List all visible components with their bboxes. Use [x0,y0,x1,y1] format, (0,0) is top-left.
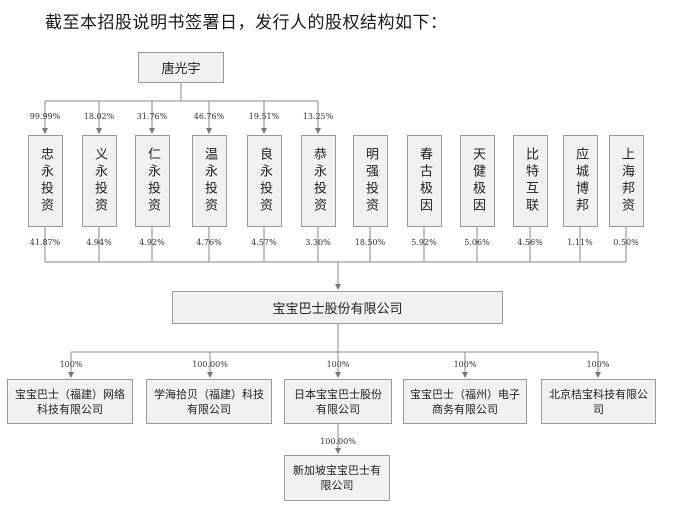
subsidiary-box: 学海拾贝（福建）科技 有限公司 [146,379,272,424]
subsidiary-box: 北京桔宝科技有限公 司 [541,379,656,424]
shareholder-name: 应城博邦 [573,147,588,215]
shareholder-stake-label: 4.92% [139,238,165,247]
subsidiary-name-line: 北京桔宝科技有限公 [549,387,648,401]
shareholder-name: 良永投资 [257,147,272,215]
subsidiary-name-line: 科技有限公司 [37,402,103,416]
subsidiary-stake-label: 100% [59,360,83,369]
shareholder-stake-label: 0.50% [613,238,639,247]
subsidiary-stake-label: 100% [586,360,610,369]
company-box: 宝宝巴士股份有限公司 [172,291,503,324]
subsidiary-box: 宝宝巴士（福建）网络 科技有限公司 [7,379,133,424]
shareholder-name: 上海邦资 [619,147,634,215]
subsidiary-name-line: 宝宝巴士（福建）网络 [15,387,125,401]
subsidiary-stake-label: 100% [453,360,477,369]
subsidiary-box: 宝宝巴士（福州）电子 商务有限公司 [403,379,527,424]
subsidiary-name-line: 学海拾贝（福建）科技 [154,387,264,401]
grandchild-name-line: 新加坡宝宝巴士有 [293,464,381,477]
shareholder-box: 天健极因 [460,135,495,227]
shareholder-stake-label: 5.92% [411,238,437,247]
shareholder-stake-label: 3.30% [305,238,331,247]
subsidiary-name-line: 有限公司 [316,402,360,416]
shareholder-name: 明强投资 [363,147,378,215]
subsidiary-box: 日本宝宝巴士股份 有限公司 [284,379,392,424]
grandchild-name-line: 限公司 [320,479,354,492]
shareholder-box: 恭永投资 [301,135,336,227]
shareholder-stake-label: 18.50% [354,238,386,247]
shareholder-stake-label: 4.57% [251,238,277,247]
shareholder-box: 春古极因 [407,135,442,227]
subsidiary-name-line: 商务有限公司 [432,402,498,416]
founder-stake-label: 31.76% [136,112,168,121]
shareholder-box: 忠永投资 [28,135,63,227]
shareholder-box: 比特互联 [513,135,548,227]
founder-name: 唐光宇 [161,62,201,77]
shareholder-box: 仁永投资 [135,135,170,227]
shareholder-stake-label: 1.11% [567,238,593,247]
company-name: 宝宝巴士股份有限公司 [272,302,403,317]
subsidiary-stake-label: 100.00% [192,360,228,369]
shareholder-box: 明强投资 [353,135,388,227]
shareholder-box: 良永投资 [247,135,282,227]
subsidiary-name-line: 司 [593,402,604,416]
shareholder-box: 义永投资 [82,135,117,227]
shareholder-name: 比特互联 [523,147,538,215]
founder-stake-label: 18.02% [83,112,115,121]
founder-stake-label: 46.76% [193,112,225,121]
shareholder-box: 应城博邦 [563,135,598,227]
shareholder-name: 天健极因 [470,147,485,215]
shareholder-name: 忠永投资 [38,147,53,215]
shareholder-name: 春古极因 [417,147,432,215]
founder-stake-label: 13.25% [302,112,334,121]
grandchild-stake-label: 100.00% [320,437,356,446]
shareholder-name: 温永投资 [202,147,217,215]
grandchild-box: 新加坡宝宝巴士有 限公司 [284,455,390,501]
shareholder-stake-label: 41.87% [29,238,61,247]
shareholder-stake-label: 4.94% [86,238,112,247]
founder-stake-label: 19.51% [248,112,280,121]
shareholder-box: 温永投资 [192,135,227,227]
shareholder-stake-label: 4.76% [196,238,222,247]
shareholder-name: 仁永投资 [145,147,160,215]
shareholder-name: 恭永投资 [311,147,326,215]
founder-box: 唐光宇 [138,52,224,83]
shareholder-stake-label: 5.06% [464,238,490,247]
subsidiary-name-line: 日本宝宝巴士股份 [294,387,382,401]
shareholder-box: 上海邦资 [609,135,644,227]
shareholder-name: 义永投资 [92,147,107,215]
page-heading: 截至本招股说明书签署日，发行人的股权结构如下： [45,13,448,33]
subsidiary-stake-label: 100% [326,360,350,369]
founder-stake-label: 99.99% [29,112,61,121]
subsidiary-name-line: 宝宝巴士（福州）电子 [410,387,520,401]
shareholder-stake-label: 4.56% [517,238,543,247]
subsidiary-name-line: 有限公司 [187,402,231,416]
